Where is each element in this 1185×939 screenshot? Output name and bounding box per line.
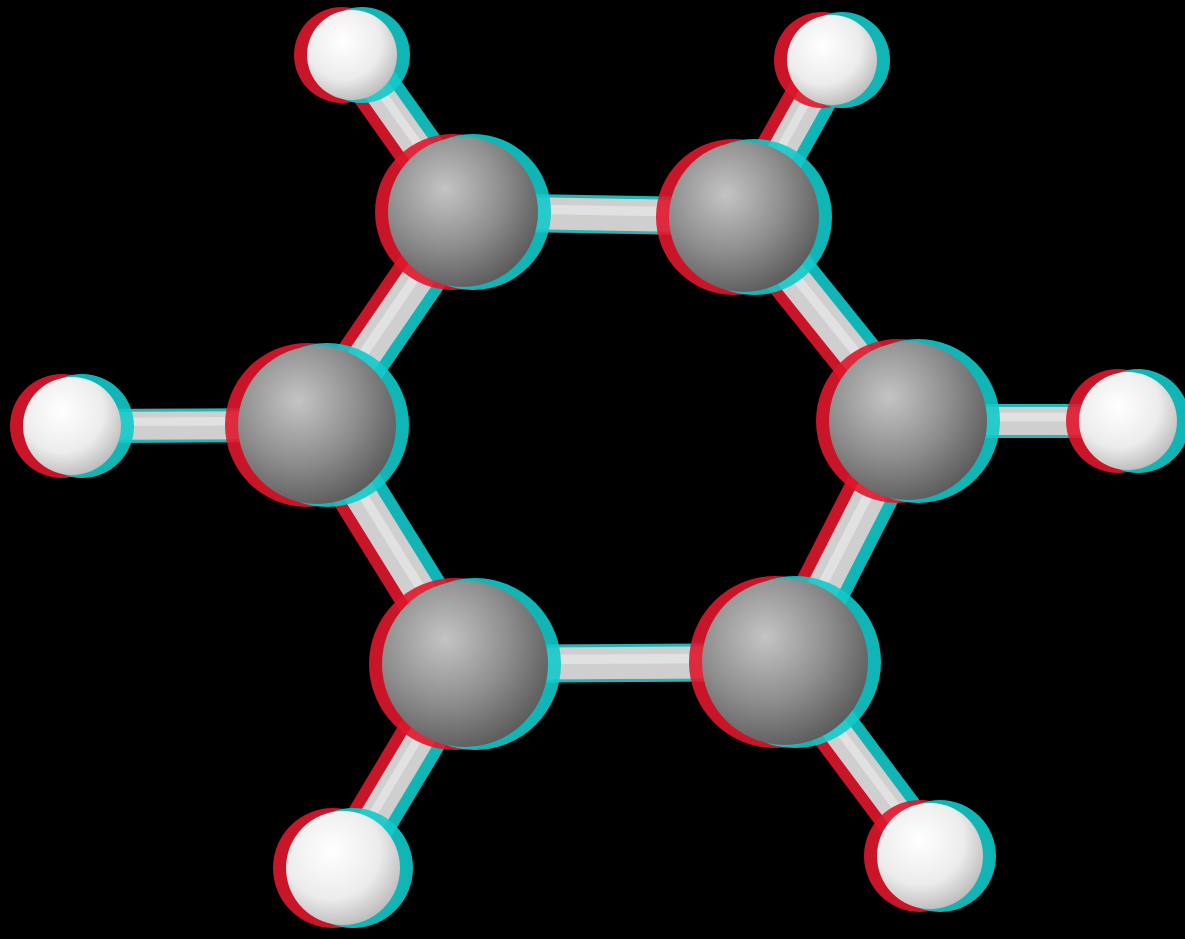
carbon-atom-c5 bbox=[369, 578, 561, 750]
hydrogen-atom-h6 bbox=[10, 374, 134, 478]
carbon-atom-c1 bbox=[375, 134, 551, 290]
carbon-atom-c3 bbox=[816, 339, 1000, 503]
carbon-atom-c6 bbox=[225, 343, 409, 507]
hydrogen-atom-h5 bbox=[273, 808, 413, 928]
hydrogen-atom-h3 bbox=[1066, 369, 1185, 473]
carbon-atom-c4 bbox=[689, 576, 881, 748]
carbon-atom-c2 bbox=[656, 139, 832, 295]
hydrogen-atom-h1 bbox=[294, 7, 410, 103]
hydrogen-atom-h4 bbox=[864, 800, 996, 912]
hydrogen-atom-h2 bbox=[774, 12, 890, 108]
atoms-layer bbox=[10, 7, 1185, 928]
